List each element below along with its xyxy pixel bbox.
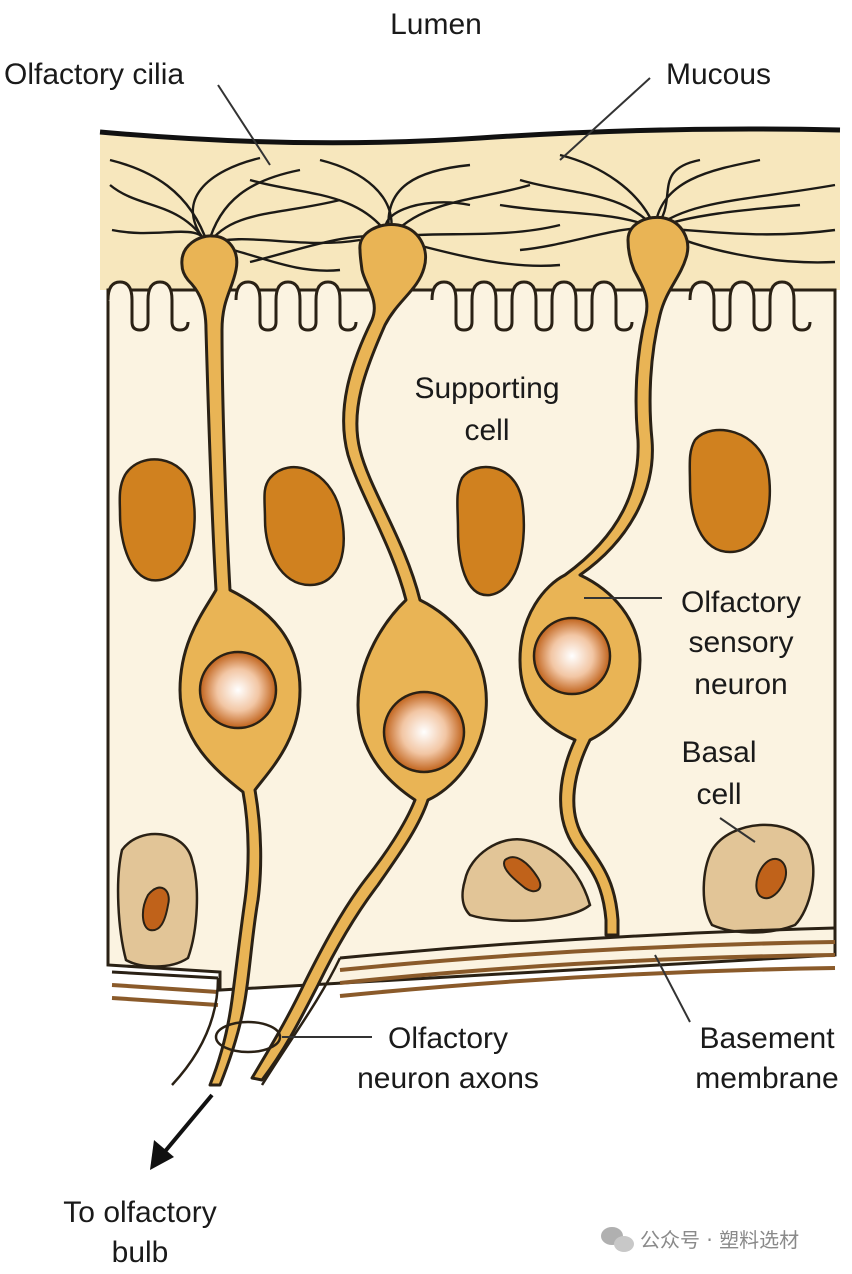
epithelium-body bbox=[106, 288, 837, 992]
axon-bundle-ellipse bbox=[214, 1020, 282, 1054]
label-axons: Olfactory bbox=[388, 1022, 508, 1055]
olfactory-neuron bbox=[250, 222, 488, 1082]
neuron-nucleus bbox=[532, 616, 612, 696]
label-mucous: Mucous bbox=[666, 58, 771, 91]
label-basal-cell-2: cell bbox=[696, 778, 741, 811]
watermark-text: 公众号 · 塑料选材 bbox=[640, 1228, 799, 1252]
label-basement: Basement bbox=[699, 1022, 835, 1055]
neuron-nucleus bbox=[198, 650, 278, 730]
bulb-arrow bbox=[150, 1093, 214, 1170]
leader-basal-cell bbox=[719, 817, 756, 843]
label-basal-cell: Basal bbox=[681, 736, 756, 769]
microvilli bbox=[106, 280, 812, 332]
label-osn-2: sensory bbox=[688, 626, 793, 659]
watermark: 公众号 · 塑料选材 bbox=[601, 1227, 799, 1252]
olfactory-neuron bbox=[518, 215, 690, 937]
leader-lines bbox=[217, 77, 756, 1038]
leader-olfactory-cilia bbox=[217, 84, 271, 166]
label-bulb-2: bulb bbox=[112, 1236, 169, 1269]
labels: Lumen Olfactory cilia Mucous Supporting … bbox=[4, 8, 839, 1269]
label-olfactory-cilia: Olfactory cilia bbox=[4, 58, 184, 91]
label-osn-3: neuron bbox=[694, 668, 787, 701]
wechat-icon bbox=[601, 1227, 634, 1252]
leader-mucous bbox=[559, 77, 651, 161]
label-axons-2: neuron axons bbox=[357, 1062, 539, 1095]
supporting-nucleus bbox=[688, 428, 772, 554]
basement-membrane bbox=[111, 926, 836, 1007]
supporting-nucleus bbox=[118, 458, 196, 582]
supporting-nucleus bbox=[263, 466, 345, 587]
label-bulb: To olfactory bbox=[63, 1196, 216, 1229]
label-lumen: Lumen bbox=[390, 8, 482, 41]
neuron-nucleus bbox=[382, 690, 466, 774]
label-basement-2: membrane bbox=[695, 1062, 838, 1095]
label-supporting-cell: Supporting bbox=[414, 372, 559, 405]
label-supporting-cell-2: cell bbox=[464, 414, 509, 447]
axon-bundle bbox=[171, 957, 342, 1086]
leader-basement bbox=[654, 954, 691, 1023]
supporting-cell-nuclei bbox=[118, 428, 772, 597]
basal-cells bbox=[116, 823, 815, 968]
neuron-nuclei bbox=[198, 616, 612, 774]
supporting-nucleus bbox=[456, 465, 526, 597]
label-osn: Olfactory bbox=[681, 586, 801, 619]
